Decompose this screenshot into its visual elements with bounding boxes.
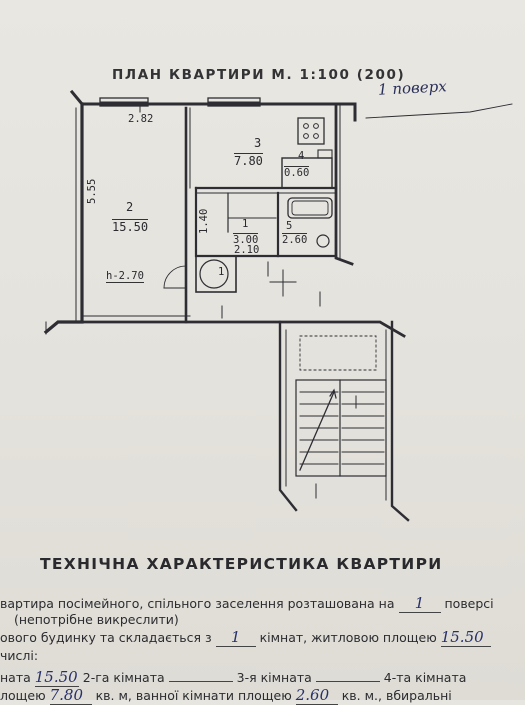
- vestibule-number: 1: [218, 266, 225, 278]
- tech-living-area-field: 15.50: [440, 628, 491, 647]
- room-2-number: 2: [126, 200, 134, 214]
- tech-room1-field: 15.50: [34, 668, 79, 687]
- dim-room2-width: 2.82: [128, 113, 154, 125]
- stair-steps: [299, 391, 385, 465]
- room-1-area: 3.00: [233, 233, 259, 246]
- room-1-number: 1: [242, 218, 249, 230]
- tech-room2-field: [168, 681, 233, 682]
- stair-flight: [295, 379, 387, 477]
- stair-wall-left: [278, 320, 298, 512]
- room-4-number: 4: [298, 150, 305, 162]
- tech-line-2: (непотрібне викреслити): [14, 612, 179, 627]
- tech-rooms-field: 1: [215, 628, 256, 647]
- tech-bath-label: кв. м, ванної кімнати площею: [95, 688, 292, 703]
- tech-living-area-value: 15.50: [440, 628, 484, 646]
- partition-bath: [276, 191, 338, 258]
- outer-wall-bottom: [80, 320, 406, 338]
- tech-line-4: числі:: [0, 648, 39, 663]
- tech-floor-field: 1: [398, 594, 441, 613]
- tech-line-1-text: вартира посімейного, спільного заселення…: [0, 596, 395, 611]
- tech-room4-label: 4-та кімната: [383, 670, 467, 685]
- tech-kitchen-field: 7.80: [49, 686, 92, 705]
- tech-bath-field: 2.60: [295, 686, 338, 705]
- tech-room1-value: 15.50: [34, 668, 78, 686]
- room-2-area: 15.50: [112, 219, 149, 234]
- room-3-area: 7.80: [234, 153, 263, 168]
- tech-line-6: лощею 7.80 кв. м, ванної кімнати площею …: [0, 686, 452, 705]
- outer-wall-top: [69, 89, 357, 122]
- room-4-area: 0.60: [284, 166, 310, 179]
- outer-wall-left: [43, 102, 84, 335]
- tech-bath-value: 2.60: [295, 686, 330, 704]
- tech-line-3-text-b: кімнат, житловою площею: [259, 630, 437, 645]
- room-5-area: 2.60: [282, 233, 308, 246]
- tech-room1-label: ната: [0, 670, 31, 685]
- stair-landing: [299, 335, 377, 371]
- tech-room2-label: 2-га кімната: [82, 670, 165, 685]
- bathtub: [287, 197, 333, 219]
- dim-corridor-width: 1.40: [198, 208, 210, 234]
- tech-kitchen-value: 7.80: [49, 686, 84, 704]
- outer-wall-right: [334, 102, 354, 266]
- tech-line-5: ната 15.50 2-га кімната 3-я кімната 4-та…: [0, 668, 466, 687]
- tech-line-3-text-a: ового будинку та складається з: [0, 630, 212, 645]
- tech-room3-field: [315, 681, 380, 682]
- tech-room3-label: 3-я кімната: [236, 670, 312, 685]
- room-3-number: 3: [254, 136, 262, 150]
- stove: [297, 117, 325, 145]
- plan-title: ПЛАН КВАРТИРИ М. 1:100 (200): [112, 67, 406, 83]
- tech-toilet-label: кв. м., вбиральні: [341, 688, 452, 703]
- hatch-marks: [45, 103, 357, 499]
- sink: [316, 234, 330, 248]
- tech-rooms-value: 1: [230, 628, 241, 646]
- entry-vestibule: [195, 255, 237, 293]
- tech-line-1-end: поверсі: [444, 596, 494, 611]
- dim-room2-length: 5.55: [86, 178, 98, 204]
- tech-line-3: ового будинку та складається з 1 кімнат,…: [0, 628, 491, 647]
- tech-line-1: вартира посімейного, спільного заселення…: [0, 594, 494, 613]
- stair-wall-right: [390, 320, 410, 522]
- dim-ceiling-height: h-2.70: [106, 270, 144, 283]
- tech-floor-value: 1: [414, 594, 425, 612]
- dim-corridor-length: 2.10: [234, 244, 260, 256]
- closet-4: [281, 157, 333, 189]
- tech-kitchen-label: лощею: [0, 688, 46, 703]
- tech-title: ТЕХНІЧНА ХАРАКТЕРИСТИКА КВАРТИРИ: [40, 555, 443, 573]
- room-5-number: 5: [286, 220, 293, 232]
